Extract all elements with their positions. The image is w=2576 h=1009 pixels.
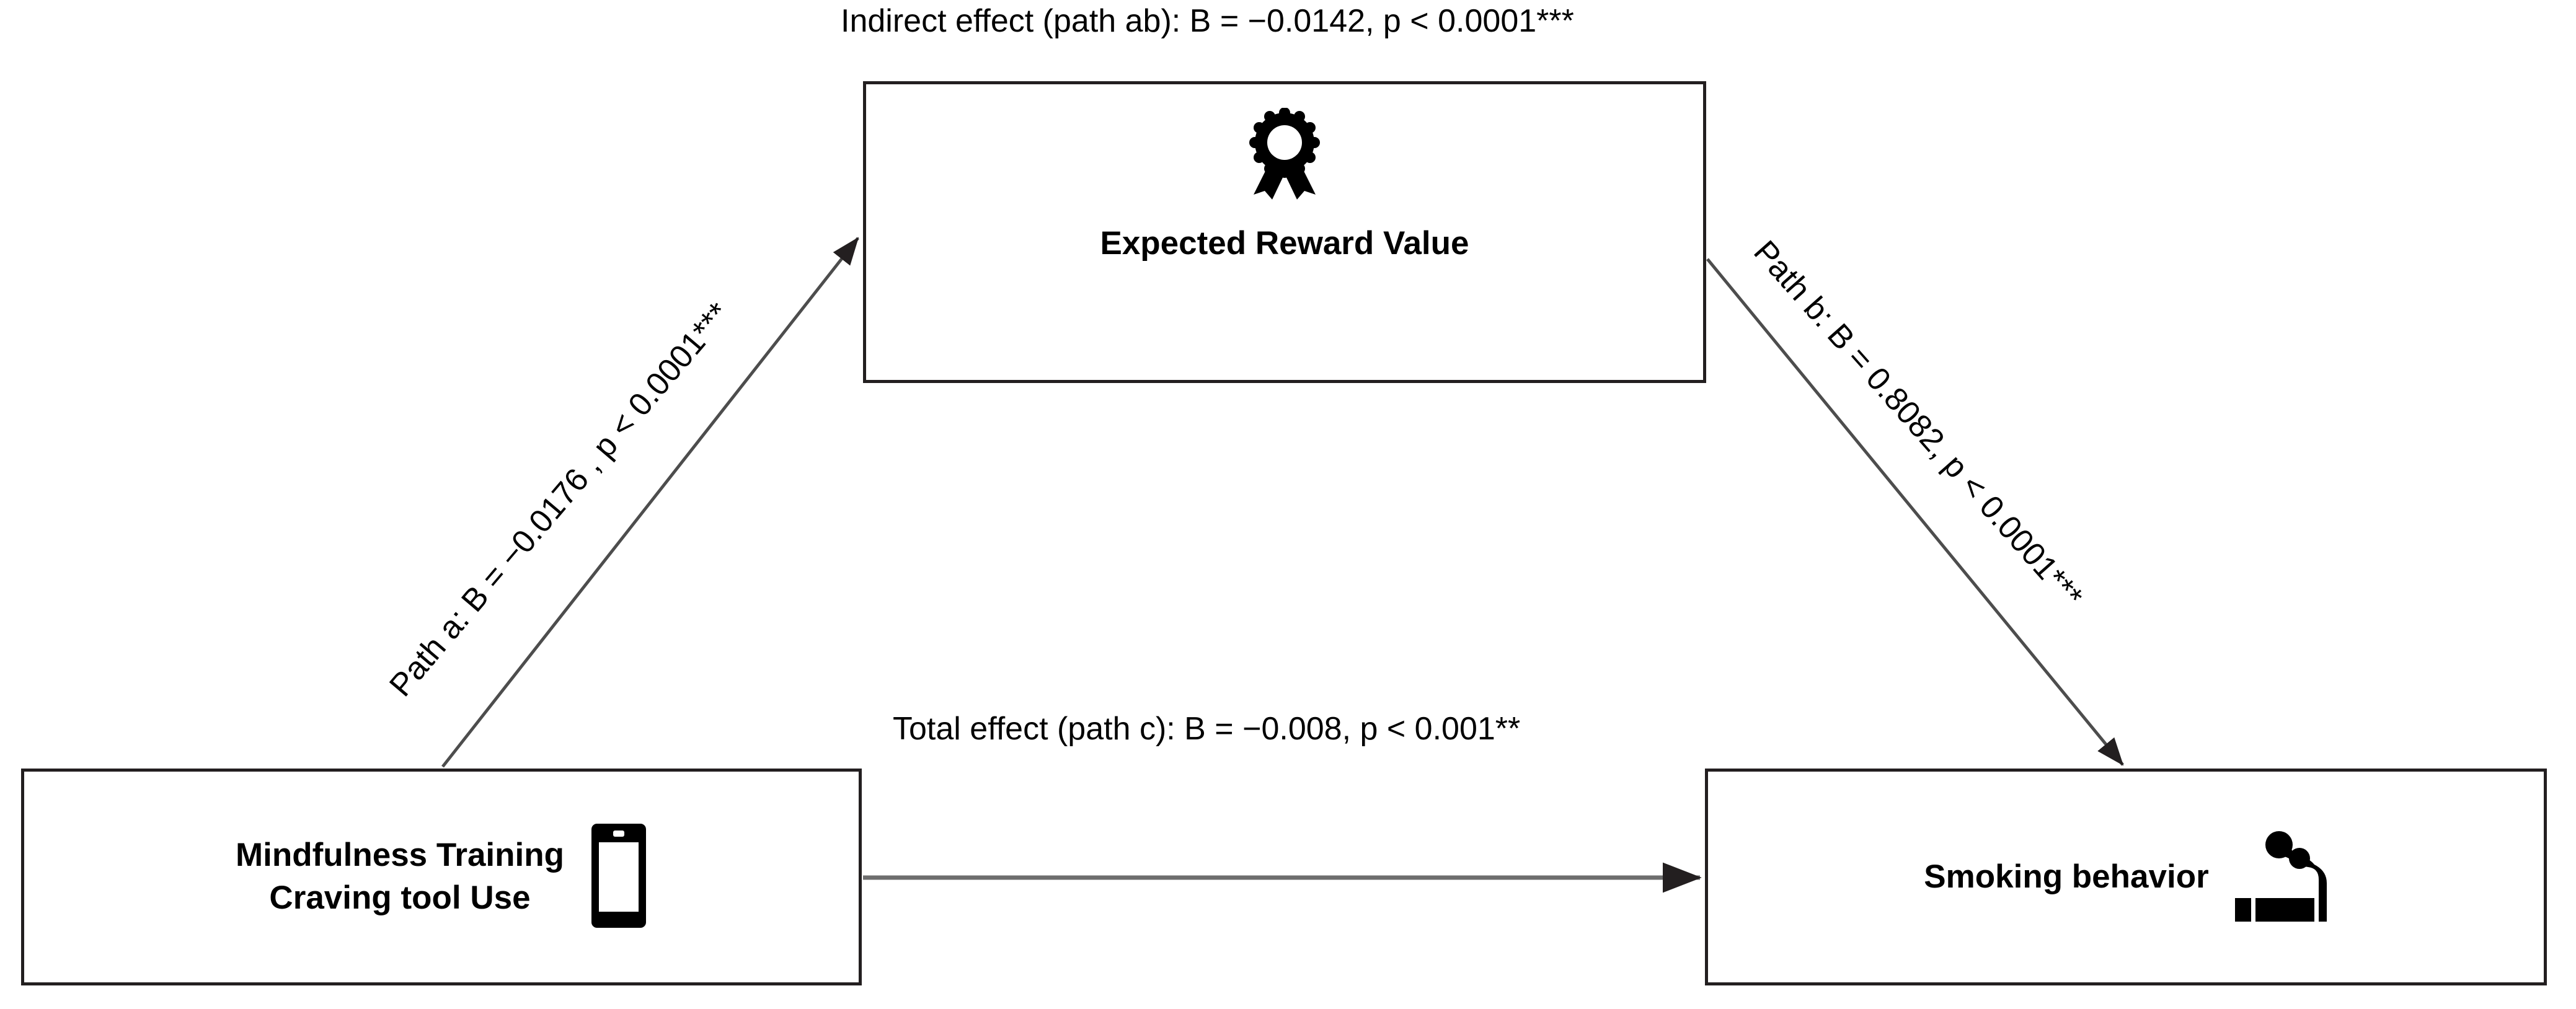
predictor-content: Mindfulness Training Craving tool Use bbox=[24, 822, 859, 932]
node-mediator-label: Expected Reward Value bbox=[1100, 225, 1469, 262]
node-smoking-behavior[interactable]: Smoking behavior bbox=[1705, 769, 2547, 985]
label-total-effect: Total effect (path c): B = −0.008, p < 0… bbox=[893, 711, 1521, 747]
label-path-a: Path a: B = −0.0176 , p < 0.0001*** bbox=[383, 296, 737, 703]
arrow-path-b bbox=[1706, 258, 2124, 766]
outcome-content: Smoking behavior bbox=[1708, 829, 2544, 926]
cigarette-icon bbox=[2234, 829, 2328, 926]
award-ribbon-icon bbox=[1249, 107, 1321, 204]
node-mindfulness-training[interactable]: Mindfulness Training Craving tool Use bbox=[21, 769, 862, 985]
node-expected-reward-value[interactable]: Expected Reward Value bbox=[863, 81, 1706, 383]
smartphone-icon bbox=[590, 822, 647, 932]
arrow-path-a bbox=[441, 237, 859, 768]
label-path-b: Path b: B = 0.8082, p < 0.0001*** bbox=[1746, 234, 2090, 615]
label-indirect-effect: Indirect effect (path ab): B = −0.0142, … bbox=[841, 3, 1574, 39]
node-predictor-label: Mindfulness Training Craving tool Use bbox=[235, 837, 565, 916]
node-outcome-label: Smoking behavior bbox=[1924, 858, 2209, 895]
